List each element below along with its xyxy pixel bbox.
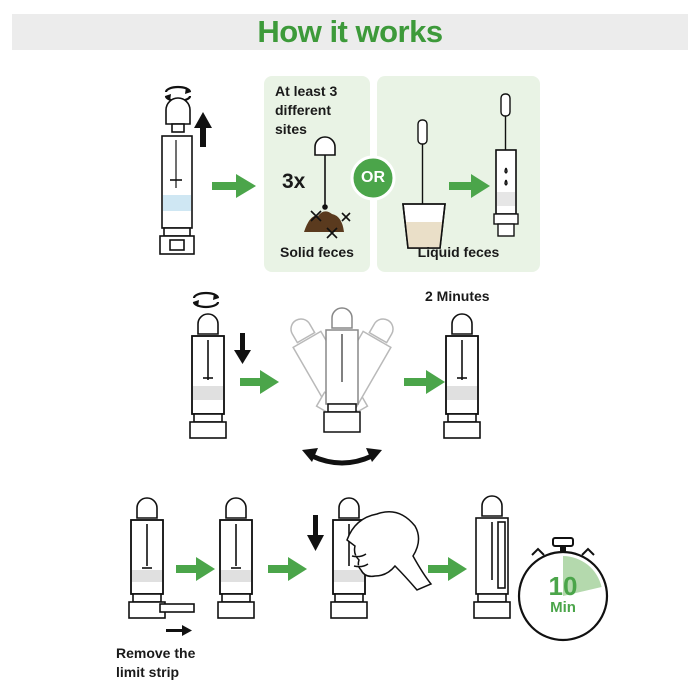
tube-with-strip-icon: [128, 497, 195, 619]
tube-no-strip-icon: [217, 497, 255, 619]
solid-feces-label: Solid feces: [280, 244, 354, 260]
wait-time-label: 2 Minutes: [425, 288, 490, 304]
sample-cup-icon: [402, 203, 446, 249]
or-badge-label: OR: [361, 169, 385, 186]
up-arrow-icon: [194, 112, 212, 147]
green-arrow-right: [449, 174, 490, 198]
remove-strip-label: Remove the limit strip: [116, 645, 196, 680]
sites-label: At least 3 different sites: [275, 83, 338, 137]
green-arrow-right: [176, 557, 215, 581]
multiplier-label: 3x: [282, 170, 306, 193]
shake-back-forth-arrow-icon: [302, 448, 382, 466]
open-tube-icon: [159, 97, 195, 255]
settled-tube-icon: [443, 313, 481, 439]
developing-tube-icon: [473, 495, 511, 619]
dropper-tube-icon: [493, 93, 519, 237]
timer-value: 10: [548, 571, 578, 601]
stopwatch-icon: [517, 537, 609, 642]
feces-sample-icon: [304, 210, 351, 239]
hand-press-icon: [346, 511, 433, 591]
shaking-tube-icon: [290, 307, 394, 433]
liquid-feces-label: Liquid feces: [417, 244, 500, 260]
green-arrow-right: [268, 557, 307, 581]
probe-stick-icon: [314, 136, 336, 210]
green-arrow-right: [404, 370, 445, 394]
green-arrow-right: [212, 174, 256, 198]
closed-tube-icon: [189, 313, 227, 439]
green-arrow-right: [428, 557, 467, 581]
page-title: How it works: [257, 14, 443, 49]
timer-unit: Min: [550, 599, 576, 616]
title-banner: How it works: [12, 14, 688, 50]
press-tube-icon: [330, 497, 368, 619]
green-arrow-right: [240, 370, 279, 394]
strip-pull-arrow-icon: [166, 625, 192, 636]
rotate-cap-icon: [192, 291, 220, 309]
down-arrow-icon: [234, 333, 251, 364]
or-badge: [350, 155, 396, 201]
down-arrow-icon: [307, 515, 324, 551]
